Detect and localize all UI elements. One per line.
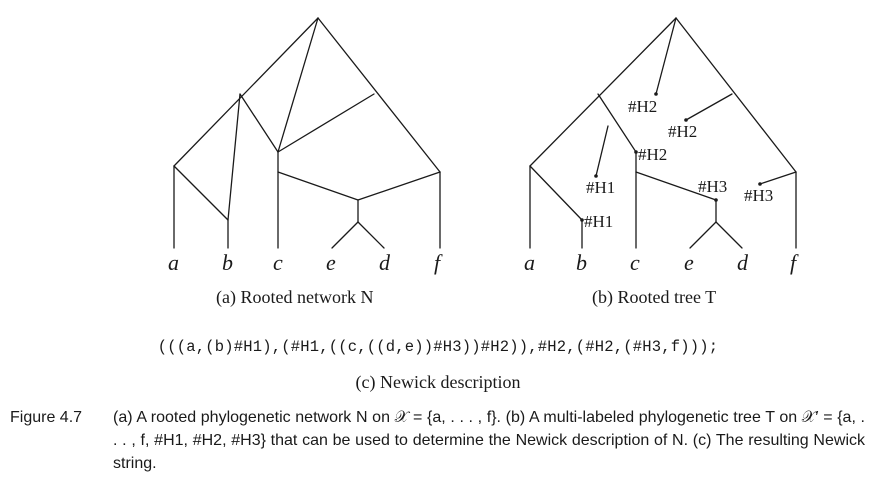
network-edge: [277, 17, 319, 153]
hybrid-marker-dot: [684, 118, 688, 122]
hybrid-label: #H1: [586, 178, 615, 197]
network-edge: [331, 221, 359, 249]
tree-leaf-label: a: [524, 250, 535, 275]
network-diagram: a b c e d f (a) Rooted network N: [168, 17, 443, 308]
hybrid-marker-dot: [654, 92, 658, 96]
tree-edge: [685, 93, 733, 121]
tree-leaf-label: c: [630, 250, 640, 275]
tree-leaf-label: f: [790, 250, 799, 275]
tree-edge: [675, 17, 797, 173]
tree-edge: [655, 17, 677, 95]
tree-edge: [529, 17, 677, 167]
network-edge: [173, 165, 229, 221]
network-subcaption: (a) Rooted network N: [216, 287, 373, 308]
network-edge: [227, 93, 241, 221]
tree-leaf-label: e: [684, 250, 694, 275]
network-leaf-label: e: [326, 250, 336, 275]
hybrid-label: #H2: [628, 97, 657, 116]
tree-subcaption: (b) Rooted tree T: [592, 287, 716, 308]
newick-string: (((a,(b)#H1),(#H1,((c,((d,e))#H3))#H2)),…: [157, 338, 719, 356]
figure-diagrams: a b c e d f (a) Rooted network N #H1 #H1: [168, 17, 799, 308]
newick-subcaption: (c) Newick description: [355, 372, 521, 392]
network-leaf-label: c: [273, 250, 283, 275]
tree-edge: [689, 221, 717, 249]
network-edge: [357, 221, 385, 249]
hybrid-label: #H2: [638, 145, 667, 164]
hybrid-marker-dot: [580, 218, 584, 222]
network-edge: [317, 17, 441, 173]
network-leaf-label: a: [168, 250, 179, 275]
tree-edge: [759, 171, 797, 185]
network-edge: [239, 93, 279, 153]
tree-leaf-label: d: [737, 250, 749, 275]
tree-edge: [635, 171, 717, 201]
hybrid-label: #H1: [584, 212, 613, 231]
network-leaf-label: f: [434, 250, 443, 275]
tree-leaf-label: b: [576, 250, 587, 275]
tree-edge: [595, 125, 609, 177]
hybrid-label: #H2: [668, 122, 697, 141]
tree-edge: [715, 221, 743, 249]
network-edge: [357, 171, 441, 201]
network-leaf-label: d: [379, 250, 391, 275]
network-edge: [277, 93, 375, 153]
hybrid-marker-dot: [634, 150, 638, 154]
network-edge: [277, 171, 359, 201]
hybrid-marker-dot: [594, 174, 598, 178]
tree-edge: [529, 165, 583, 221]
figure-label: Figure 4.7: [10, 409, 83, 426]
network-leaf-label: b: [222, 250, 233, 275]
hybrid-marker-dot: [714, 198, 718, 202]
hybrid-marker-dot: [758, 182, 762, 186]
tree-diagram: #H1 #H1 #H2 #H2 #H2 #H3 #H3 a b c e d f …: [524, 17, 799, 308]
tree-edge: [597, 93, 637, 153]
network-edge: [173, 17, 319, 167]
hybrid-label: #H3: [744, 186, 773, 205]
figure-caption-text: (a) A rooted phylogenetic network N on 𝒳…: [113, 409, 865, 472]
hybrid-label: #H3: [698, 177, 727, 196]
